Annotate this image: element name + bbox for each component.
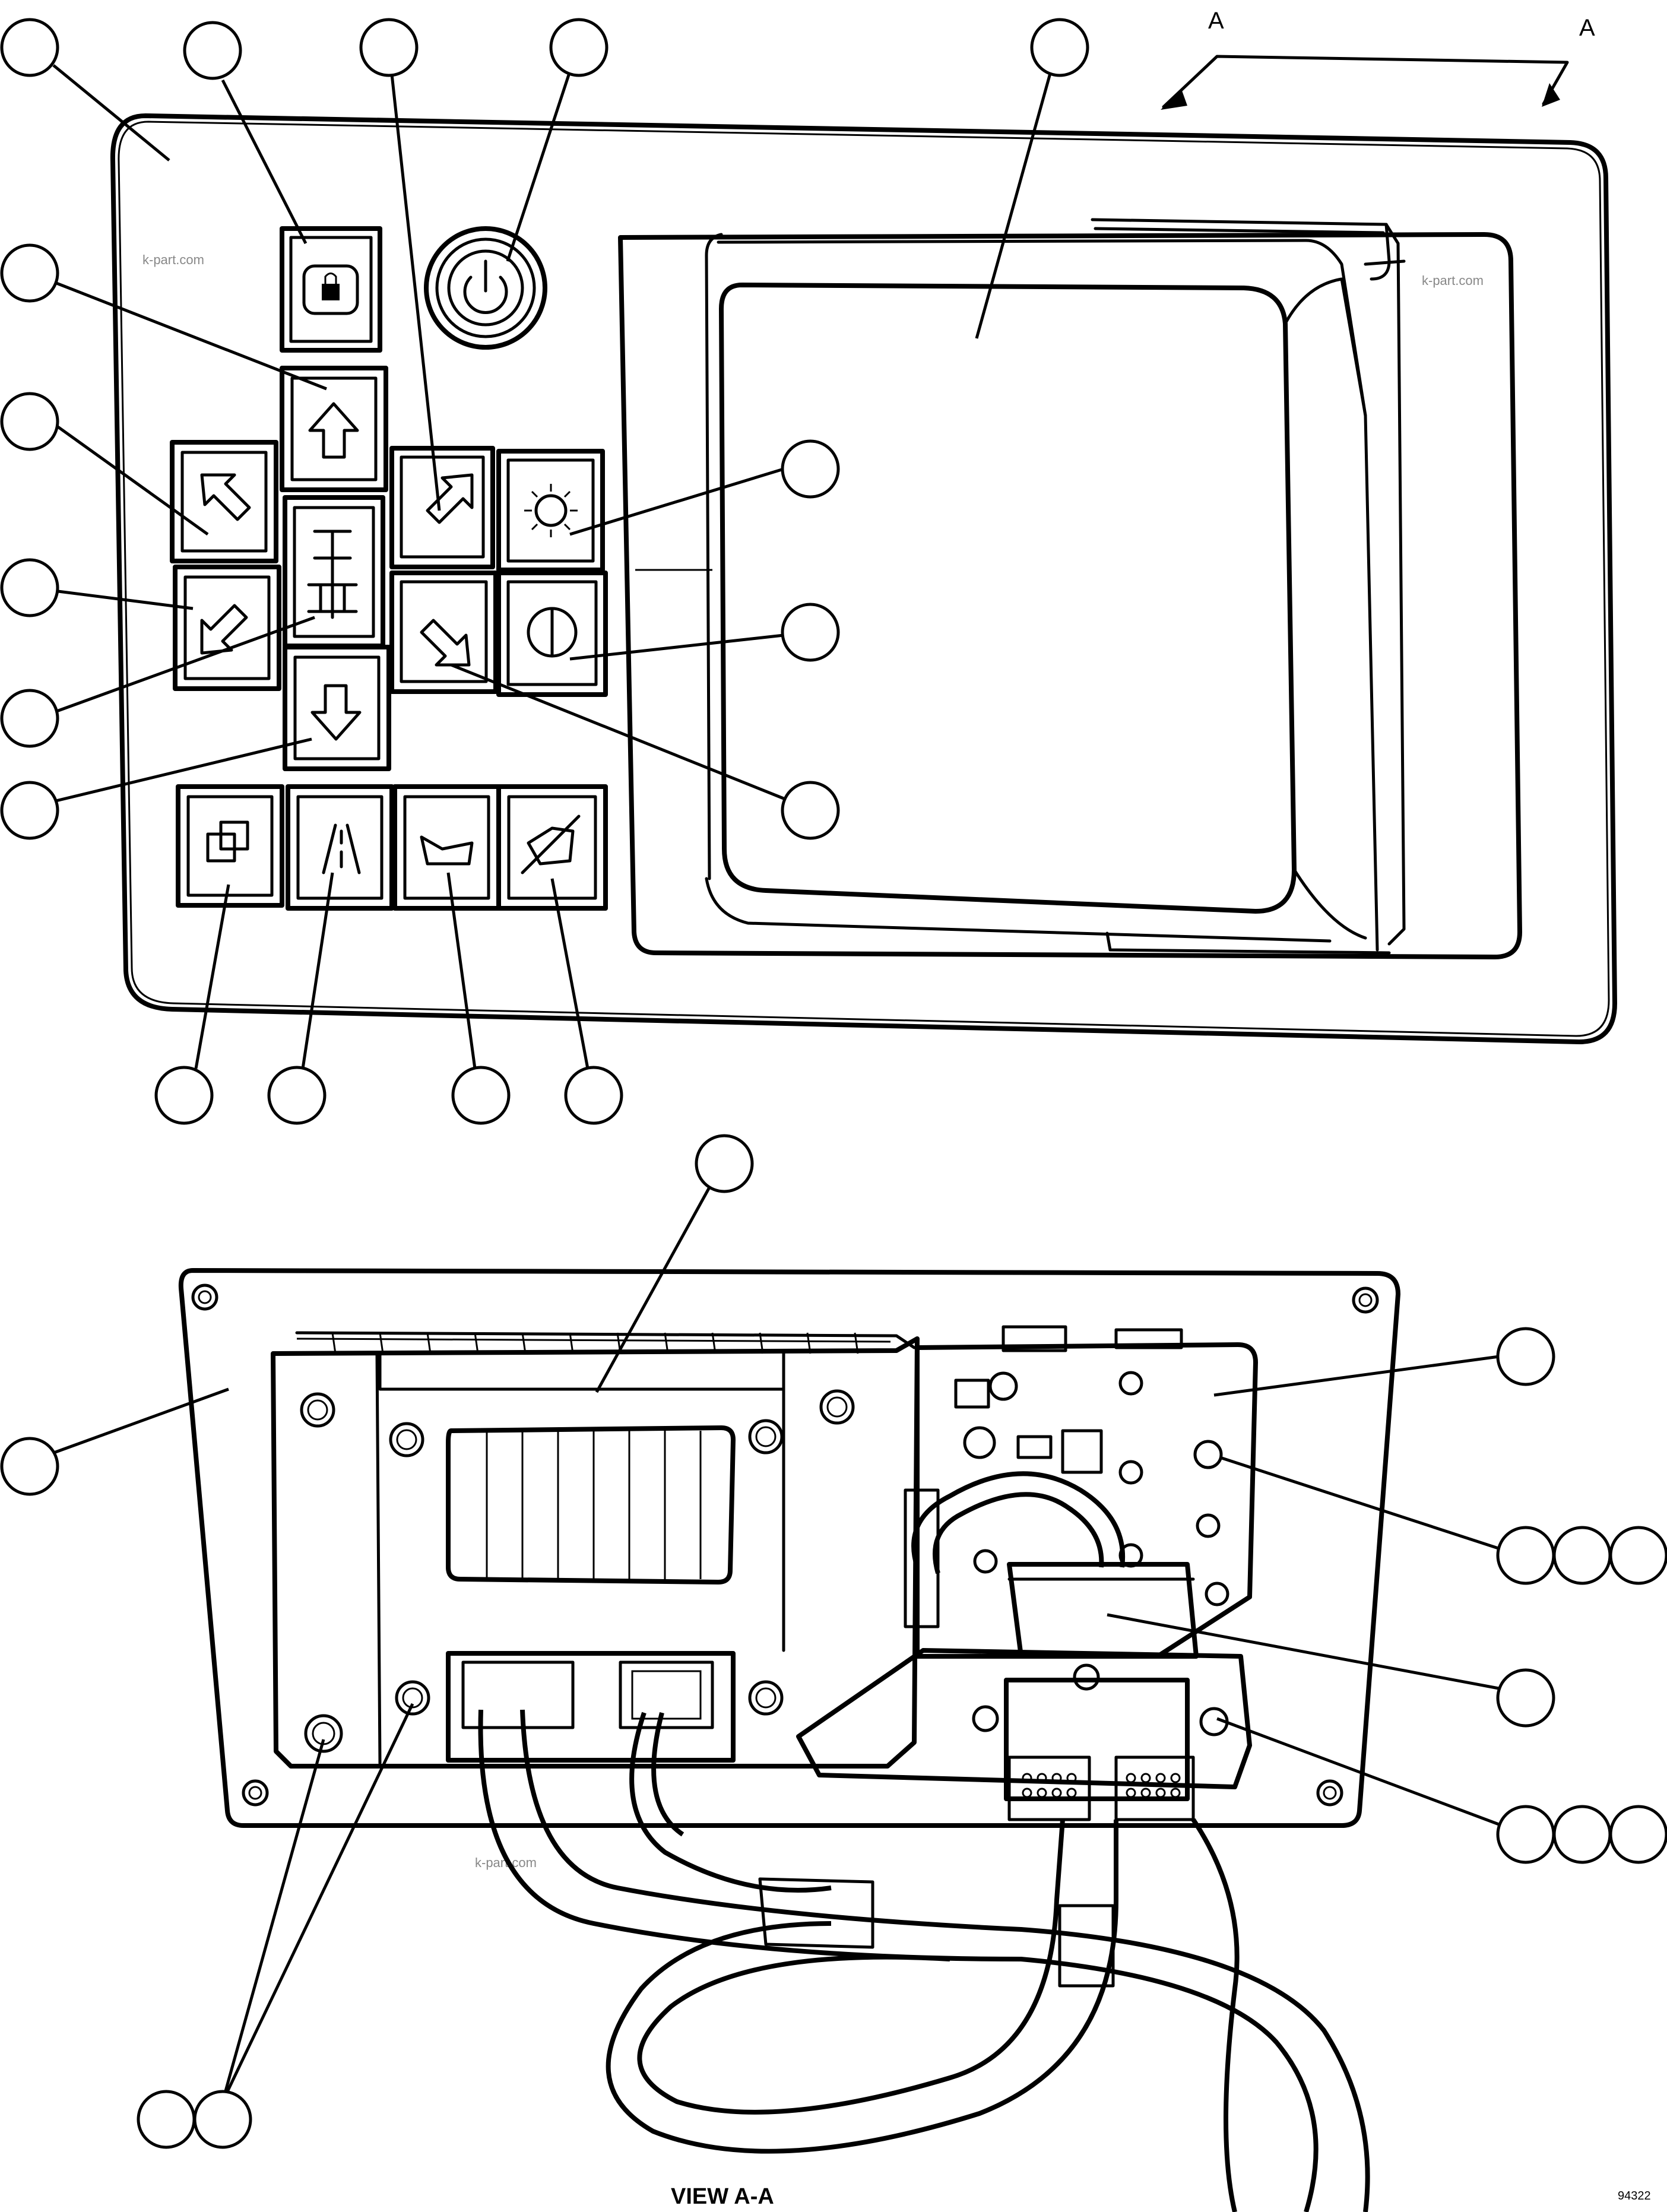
power-button[interactable]: [424, 226, 547, 350]
callout-bubble: [0, 689, 59, 748]
contrast-button[interactable]: [496, 571, 608, 697]
callout-bubble: [1609, 1805, 1667, 1864]
callout-bubble: [183, 21, 242, 80]
connector-bracket: [796, 1562, 1252, 1821]
arrow-up-icon: [308, 402, 359, 459]
callout-bubble: [1609, 1526, 1667, 1585]
arrow-down-icon: [310, 684, 362, 741]
callout-bubble: [781, 781, 840, 840]
callout-bubbles: [0, 18, 1667, 2149]
callout-bubble: [267, 1066, 327, 1125]
callout-bubble: [0, 243, 59, 303]
callout-bubble: [0, 781, 59, 840]
screen-swap-button[interactable]: [176, 784, 284, 908]
arrow-up-left-icon: [200, 473, 251, 521]
callout-bubble: [0, 1437, 59, 1496]
callout-bubble: [564, 1066, 623, 1125]
front-panel: k-part.com k-part.com: [110, 113, 1617, 1044]
padlock-icon: [322, 272, 340, 300]
down-right-arrow-button[interactable]: [389, 571, 498, 694]
section-mark-left: A: [1208, 8, 1224, 34]
callout-bubble: [1496, 1668, 1555, 1728]
vent-ticks: [331, 1332, 859, 1354]
callout-bubble: [549, 18, 609, 77]
contrast-icon: [527, 607, 578, 658]
callout-bubble: [451, 1066, 511, 1125]
pin-grid: [1022, 1773, 1181, 1798]
callout-bubble: [0, 392, 59, 451]
rear-cover-plate: [271, 1331, 920, 1769]
callout-bubble: [359, 18, 419, 77]
brightness-button[interactable]: [496, 449, 605, 572]
leader-lines: [32, 64, 1503, 2103]
rear-housing: k-part.com: [178, 1268, 1400, 1870]
callout-bubble: [781, 439, 840, 499]
up-right-arrow-button[interactable]: [389, 446, 495, 569]
callout-bubble: [1552, 1805, 1612, 1864]
callout-bubble: [1496, 1805, 1555, 1864]
up-left-arrow-button[interactable]: [170, 440, 278, 563]
callout-bubble: [1552, 1526, 1612, 1585]
horn-mute-button[interactable]: [496, 784, 608, 911]
watermark-2: k-part.com: [1422, 273, 1484, 288]
down-arrow-button[interactable]: [283, 645, 391, 771]
callout-bubble: [154, 1066, 214, 1125]
bucket-icon: [420, 835, 474, 866]
sun-brightness-icon: [524, 484, 578, 537]
callout-bubble: [0, 558, 59, 617]
section-arrows: A A: [1161, 8, 1595, 110]
screen-swap-icon: [206, 820, 249, 863]
figure-code: 94322: [1618, 2189, 1651, 2203]
callout-bubble: [1496, 1526, 1555, 1585]
display-screen: [618, 218, 1522, 959]
view-caption: VIEW A-A: [671, 2184, 774, 2209]
power-icon: [463, 259, 508, 314]
up-arrow-button[interactable]: [280, 366, 388, 492]
button-cluster: [170, 226, 608, 911]
no-horn-icon: [521, 815, 581, 874]
callout-bubble: [1496, 1327, 1555, 1386]
arrow-up-right-icon: [426, 473, 474, 524]
callout-bubble: [1030, 18, 1089, 77]
section-mark-right: A: [1579, 15, 1595, 41]
gear-shift-icon: [307, 530, 358, 619]
lock-button[interactable]: [280, 226, 382, 353]
bolts: [300, 1389, 855, 1753]
callout-bubble: [0, 18, 59, 77]
callout-bubble: [193, 2090, 252, 2149]
bucket-button[interactable]: [392, 784, 501, 911]
callout-bubble: [695, 1134, 754, 1193]
road-button[interactable]: [286, 784, 394, 911]
circuit-board: [904, 1325, 1258, 1659]
callout-bubble: [781, 603, 840, 662]
down-left-arrow-button[interactable]: [173, 565, 281, 691]
arrow-down-right-icon: [420, 619, 471, 667]
watermark-1: k-part.com: [142, 252, 204, 267]
callout-bubble: [137, 2090, 196, 2149]
cable-harness: [478, 1709, 1370, 2212]
road-icon: [322, 823, 361, 874]
